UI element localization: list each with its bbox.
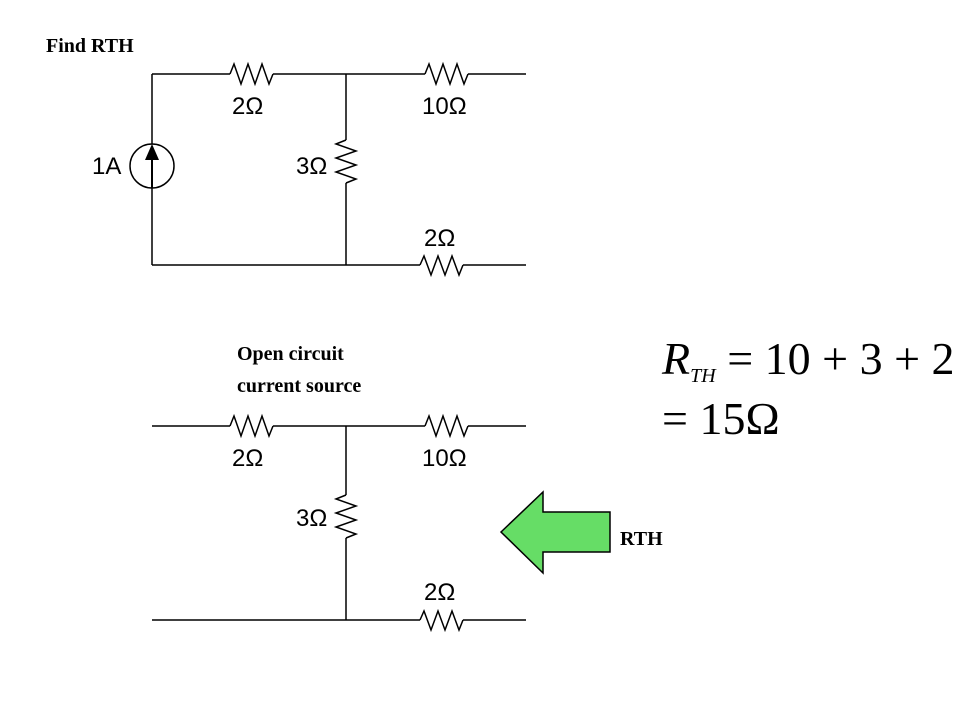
equation-line-2: = 15Ω (662, 393, 780, 444)
equation-line-1: RTH = 10 + 3 + 2 (662, 334, 955, 401)
bottom-resistor-2ohm-bottom (419, 608, 464, 633)
top-circuit-wires (151, 61, 526, 278)
current-source-icon (129, 143, 175, 189)
top-label-2ohm-bottom: 2Ω (424, 225, 455, 252)
note-current-source: current source (237, 375, 362, 397)
top-resistor-2ohm-bottom (419, 253, 464, 278)
top-resistor-3ohm (333, 139, 359, 184)
bottom-circuit-wires (152, 413, 526, 633)
top-label-3ohm: 3Ω (296, 153, 327, 180)
top-label-2ohm: 2Ω (232, 93, 263, 120)
rth-sum: = 10 + 3 + 2 (727, 333, 955, 384)
note-open-circuit: Open circuit (237, 343, 344, 365)
title-find-rth: Find RTH (46, 35, 134, 57)
left-arrow-icon (499, 490, 611, 575)
top-resistor-10ohm (424, 61, 469, 87)
rth-subscript: TH (690, 365, 716, 387)
bottom-resistor-10ohm (424, 413, 469, 439)
top-label-10ohm: 10Ω (422, 93, 467, 120)
bottom-resistor-3ohm (333, 494, 359, 539)
bottom-label-3ohm: 3Ω (296, 505, 327, 532)
bottom-label-2ohm-bottom: 2Ω (424, 579, 455, 606)
top-resistor-2ohm (229, 61, 274, 87)
rth-symbol: R (662, 333, 691, 384)
source-label: 1A (92, 153, 121, 180)
bottom-resistor-2ohm (229, 413, 274, 439)
bottom-label-2ohm: 2Ω (232, 445, 263, 472)
bottom-label-10ohm: 10Ω (422, 445, 467, 472)
arrow-label-rth: RTH (620, 528, 663, 550)
